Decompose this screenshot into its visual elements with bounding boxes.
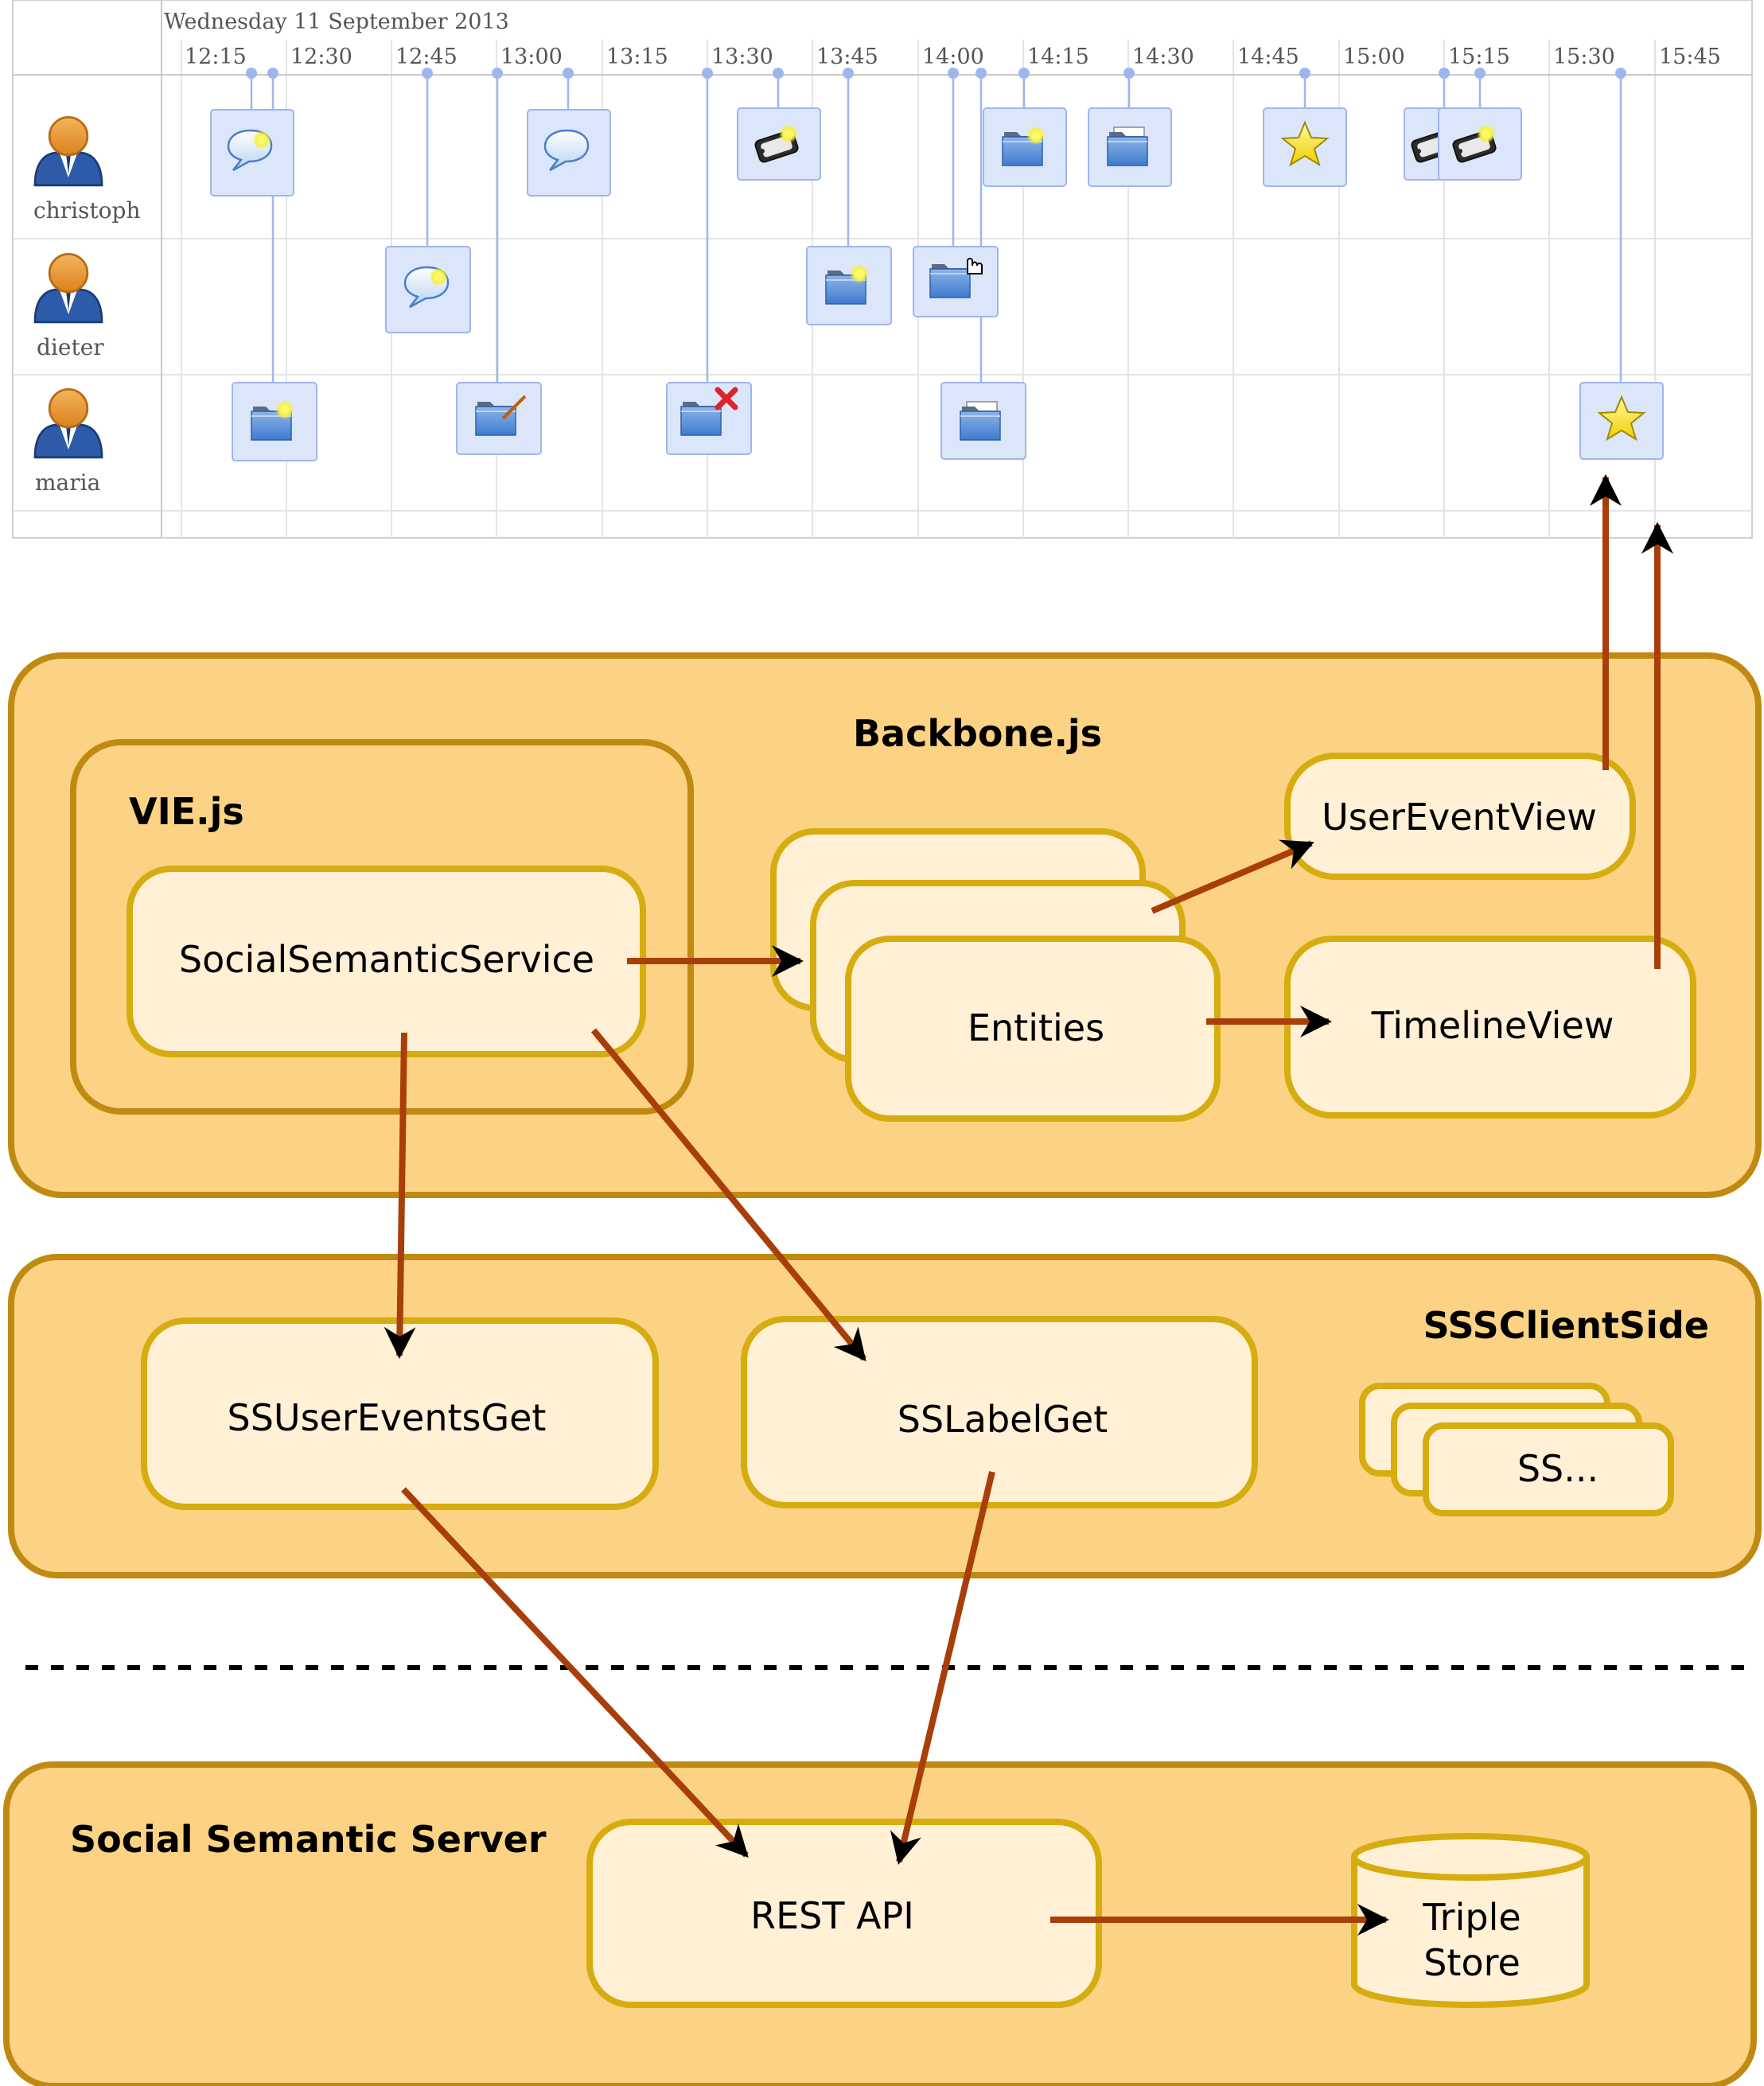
timeline-date: Wednesday 11 September 2013: [164, 10, 509, 34]
user-name: christoph: [33, 197, 141, 224]
time-label: 14:00: [922, 45, 984, 69]
sss-client-side-title: SSSClientSide: [1423, 1304, 1709, 1347]
vie-title: VIE.js: [129, 790, 244, 833]
arrow-label-get-to-rest-api: [890, 1471, 995, 1865]
time-label: 15:00: [1343, 45, 1405, 69]
event-folder-hand[interactable]: [913, 246, 999, 317]
backbone-layer: Backbone.js VIE.js SocialSemanticService…: [8, 652, 1762, 1198]
sss-client-side-layer: SSSClientSide SSUserEventsGet SSLabelGet…: [8, 1254, 1762, 1578]
user-row-dieter: dieter: [33, 253, 104, 360]
time-label: 14:15: [1027, 45, 1089, 69]
timeline-view-box: [1284, 936, 1696, 1119]
time-label: 14:30: [1132, 45, 1194, 69]
time-label: 12:15: [185, 45, 247, 69]
time-label: 15:45: [1659, 45, 1721, 69]
time-label: 13:30: [711, 45, 773, 69]
triple-store-cylinder: [1351, 1833, 1590, 2008]
time-label: 12:45: [395, 45, 458, 69]
ss-more-label: SS...: [1517, 1447, 1599, 1490]
arrows: [384, 474, 1673, 1936]
event-comment-new[interactable]: [385, 246, 471, 333]
time-label: 15:15: [1448, 45, 1510, 69]
rest-api-box: [586, 1819, 1102, 2008]
event-comment-new[interactable]: [210, 109, 294, 197]
user-event-view-label: UserEventView: [1322, 796, 1597, 839]
time-label: 13:00: [500, 45, 563, 69]
user-name: dieter: [37, 334, 104, 360]
event-star[interactable]: [1263, 107, 1347, 187]
event-comment[interactable]: [527, 109, 611, 197]
user-row-christoph: christoph: [33, 116, 141, 224]
timeline-widget[interactable]: Wednesday 11 September 2013: [12, 0, 1753, 539]
user-name: maria: [35, 469, 100, 496]
timeline-view-label: TimelineView: [1371, 1004, 1614, 1047]
event-folder-delete[interactable]: [666, 382, 752, 455]
event-tag-stack[interactable]: [1404, 107, 1522, 181]
server-layer: Social Semantic Server REST API Triple S…: [3, 1761, 1757, 2086]
event-folder-new[interactable]: [232, 382, 317, 461]
ss-more-box: [1423, 1422, 1674, 1516]
ss-user-events-get-label: SSUserEventsGet: [228, 1396, 547, 1439]
arrow-service-to-user-events-get: [384, 1032, 416, 1359]
user-event-view-box: [1284, 753, 1636, 880]
event-tag-new[interactable]: [737, 107, 821, 181]
backbone-title: Backbone.js: [853, 712, 1102, 755]
ss-label-get-label: SSLabelGet: [898, 1398, 1108, 1441]
time-label: 13:45: [816, 45, 878, 69]
event-connectors: [250, 73, 1622, 384]
time-label: 13:15: [606, 45, 668, 69]
time-label: 15:30: [1553, 45, 1615, 69]
triple-store-label-line1: Triple: [1422, 1896, 1521, 1939]
event-folder-new[interactable]: [806, 246, 892, 325]
ss-label-get-box: [741, 1316, 1258, 1508]
event-folder-edit[interactable]: [456, 382, 542, 455]
event-folder-open[interactable]: [1088, 107, 1172, 187]
event-folder-open[interactable]: [940, 382, 1026, 460]
server-title: Social Semantic Server: [70, 1818, 547, 1861]
social-semantic-service-label: SocialSemanticService: [179, 938, 594, 981]
entities-label: Entities: [968, 1006, 1104, 1049]
triple-store-label-line2: Store: [1423, 1941, 1521, 1984]
arrow-entities-to-user-event-view: [1151, 839, 1314, 914]
user-row-maria: maria: [33, 387, 103, 496]
rest-api-label: REST API: [750, 1894, 914, 1937]
time-label: 14:45: [1237, 45, 1299, 69]
entities-box: [845, 936, 1221, 1122]
time-axis: 12:15 12:30 12:45 13:00 13:15 13:30 13:4…: [185, 45, 1721, 69]
time-label: 12:30: [290, 45, 352, 69]
event-star[interactable]: [1579, 382, 1664, 460]
event-folder-new[interactable]: [983, 107, 1067, 187]
arrow-service-to-label-get: [590, 1028, 867, 1362]
arrow-user-events-get-to-rest-api: [401, 1487, 749, 1858]
event-dots: [246, 68, 1626, 79]
